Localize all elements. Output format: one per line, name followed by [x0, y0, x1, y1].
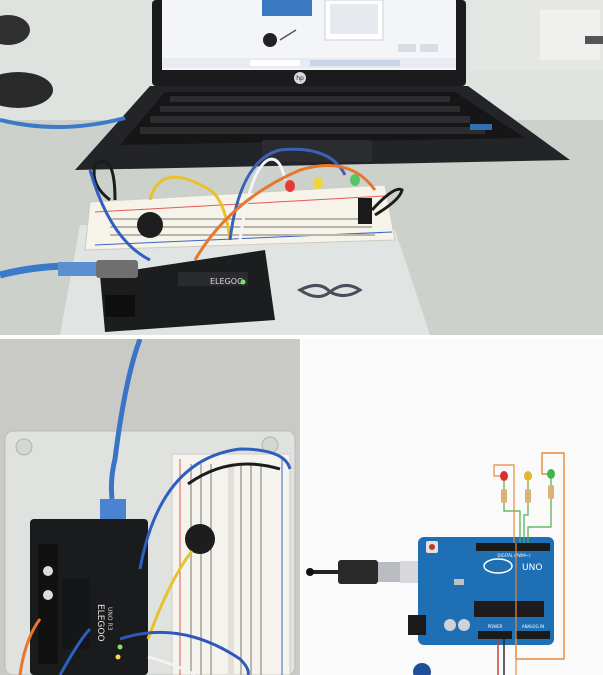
led-green-diagram [547, 469, 555, 479]
usb-cable-top [0, 116, 126, 129]
resistor-2 [525, 489, 531, 503]
arduino-board-top [100, 250, 275, 332]
uno-logo: UNO [522, 563, 542, 573]
arduino-uno-diagram [418, 537, 554, 645]
usb-cable-left [108, 339, 143, 500]
led-yellow-diagram [524, 471, 532, 481]
rubber-band [297, 284, 363, 298]
led-yellow [313, 177, 323, 189]
potentiometer-diagram [413, 663, 431, 675]
analog-label: ANALOG IN [522, 624, 544, 629]
photo-left-illustration: ELEGOO UNO R3 [0, 339, 300, 675]
power-label: POWER [488, 624, 503, 629]
resistor-3 [548, 485, 554, 499]
elegoo-logo-top: ELEGOO [210, 277, 243, 286]
led-red-diagram [500, 471, 508, 481]
digital-label: DIGITAL (PWM~) [497, 553, 531, 558]
resistor-1 [501, 489, 507, 503]
chair [0, 72, 53, 108]
analog-header [516, 631, 550, 639]
arduino-infinity-logo [483, 558, 513, 574]
led-red [285, 180, 295, 192]
potentiometer [358, 198, 372, 224]
photo-top-illustration: hp [0, 0, 603, 335]
elegoo-logo-left: ELEGOO [95, 604, 105, 642]
led-group [500, 469, 555, 481]
circuit-diagram-svg: DIGITAL (PWM~) POWER ANALOG IN UNO [306, 452, 565, 675]
led-green [350, 174, 360, 186]
circuit-diagram: DIGITAL (PWM~) POWER ANALOG IN UNO [302, 339, 603, 675]
buzzer-left [185, 524, 215, 554]
hp-logo [294, 72, 306, 84]
photo-arduino-breadboard-topdown: ELEGOO UNO R3 [0, 339, 300, 675]
breadboard-top [84, 184, 396, 251]
power-header [478, 631, 512, 639]
digital-header [476, 543, 550, 551]
buzzer [137, 212, 163, 238]
hp-logo-text: hp [296, 75, 304, 82]
atmega-chip [474, 601, 544, 617]
photo-laptop-breadboard: hp [0, 0, 603, 335]
uno-r3-label: UNO R3 [106, 607, 113, 631]
